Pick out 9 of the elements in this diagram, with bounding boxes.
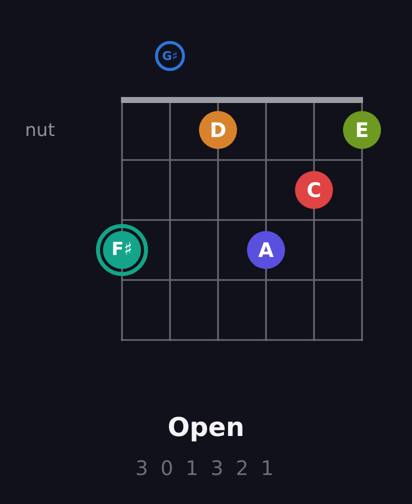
note-dot: A (247, 231, 285, 269)
note-dot: C (295, 171, 333, 209)
nut-label: nut (25, 122, 55, 140)
fingering-label: 3 0 1 3 2 1 (135, 458, 277, 478)
note-dot: D (199, 111, 237, 149)
root-note-dot: F♯ (96, 224, 148, 276)
note-dot: E (343, 111, 381, 149)
chord-name-title: Open (168, 415, 244, 441)
open-string-note: G♯ (155, 41, 185, 71)
